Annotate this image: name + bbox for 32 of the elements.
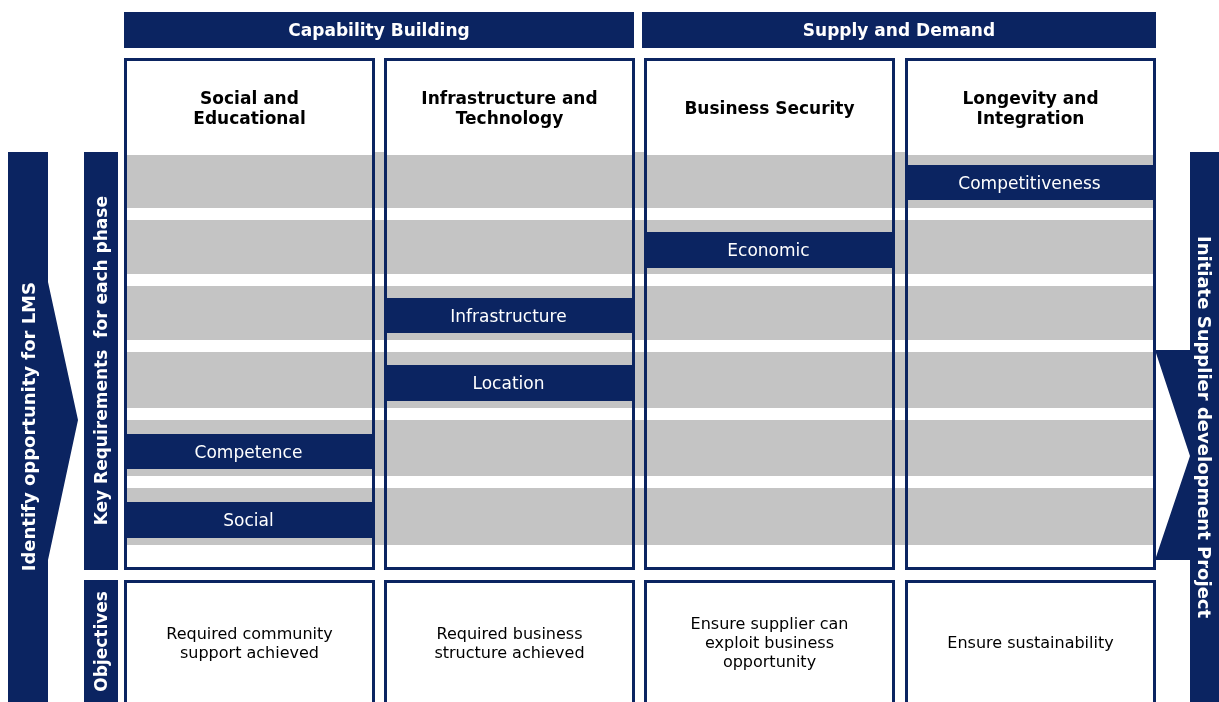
objective-box	[384, 580, 635, 702]
objective-text: Required business structure achieved	[433, 623, 586, 662]
requirement-bar: Infrastructure	[384, 298, 633, 333]
column-heading: Business Security	[684, 98, 855, 118]
column-heading: Infrastructure and Technology	[420, 88, 599, 128]
requirement-bar: Economic	[644, 232, 893, 268]
phase-column	[905, 58, 1156, 570]
row-heading: Objectives	[91, 590, 111, 692]
phase-column	[384, 58, 635, 570]
row-header-bar	[84, 152, 118, 570]
requirement-bar: Social	[124, 502, 373, 538]
arrow-label: Initiate Supplier development Project	[1194, 235, 1215, 619]
group-header: Supply and Demand	[642, 12, 1156, 48]
requirement-bar: Competence	[124, 434, 373, 469]
phase-column	[644, 58, 895, 570]
objective-text: Ensure supplier can exploit business opportunity	[689, 614, 850, 671]
group-header: Capability Building	[124, 12, 634, 48]
column-heading: Longevity and Integration	[961, 88, 1100, 128]
start-arrow	[8, 152, 80, 702]
objective-box	[644, 580, 895, 702]
requirement-bar: Location	[384, 365, 633, 401]
row-heading: Key Requirements for each phase	[91, 196, 111, 526]
objective-text: Ensure sustainability	[947, 633, 1114, 652]
objective-box	[124, 580, 375, 702]
row-header-bar	[84, 580, 118, 702]
arrow-label: Identify opportunity for LMS	[17, 282, 39, 572]
objective-text: Required community support achieved	[165, 623, 334, 662]
end-arrow	[1155, 152, 1219, 702]
phase-column	[124, 58, 375, 570]
objective-box	[905, 580, 1156, 702]
requirement-bar: Competitiveness	[905, 165, 1154, 200]
column-heading: Social and Educational	[192, 88, 307, 128]
